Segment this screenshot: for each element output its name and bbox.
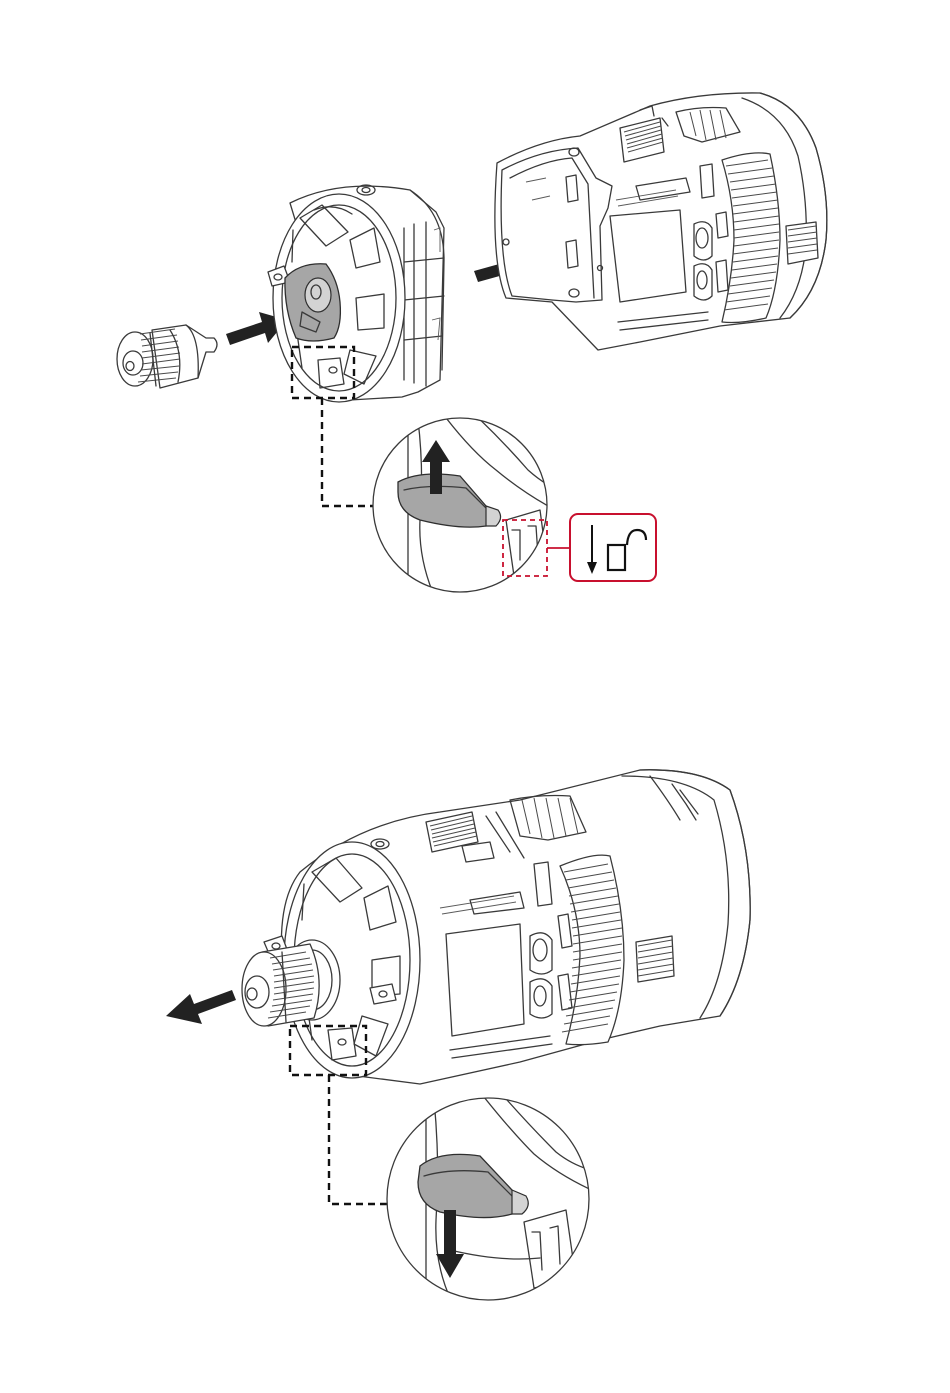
- remove-arrow: [166, 990, 236, 1024]
- top-panel: [117, 93, 827, 600]
- assembled-tool: [264, 770, 750, 1084]
- bottom-panel: [166, 770, 750, 1310]
- gearbox-head: [268, 185, 444, 402]
- chuck-adapter-bottom: [242, 944, 319, 1026]
- bottom-detail-circle: [387, 1092, 600, 1310]
- motor-housing: [495, 93, 827, 350]
- top-detail-circle: [373, 410, 560, 600]
- chuck-adapter: [117, 325, 217, 388]
